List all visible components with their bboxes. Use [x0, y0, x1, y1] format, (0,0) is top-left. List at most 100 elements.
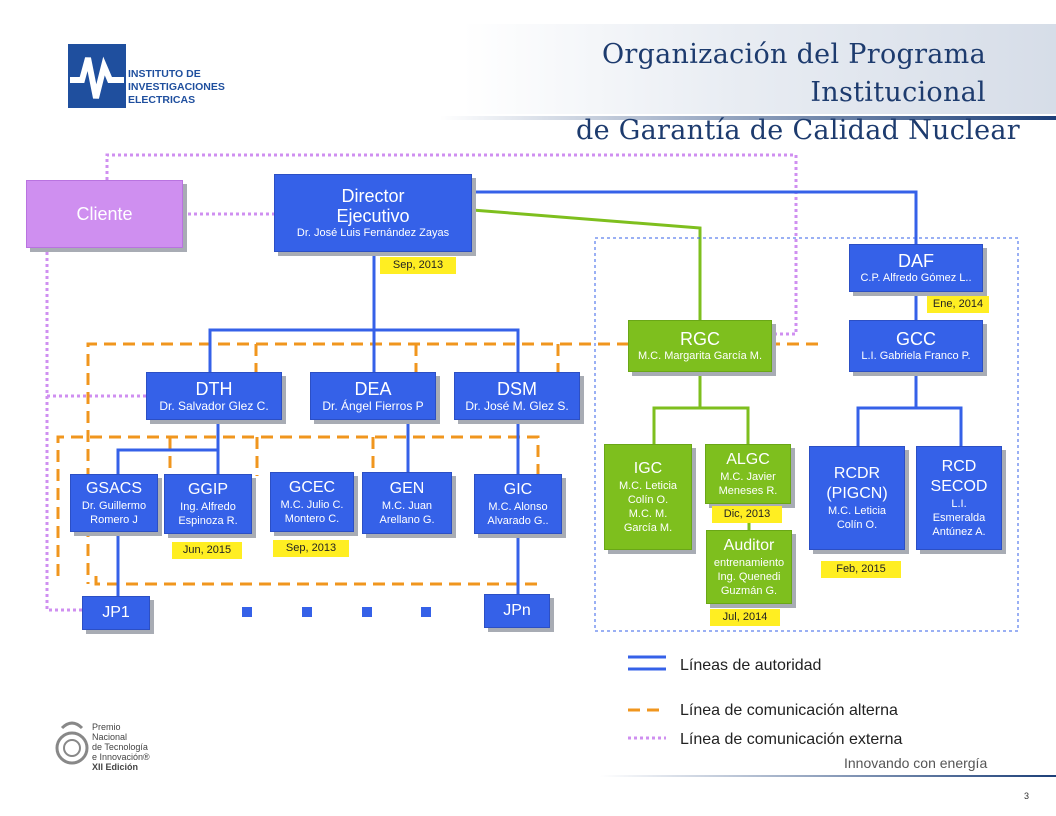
- ellipsis-dot: [362, 607, 372, 617]
- gen-person-1: M.C. Juan: [381, 500, 433, 512]
- gen-person-2: Arellano G.: [379, 514, 435, 526]
- slogan: Innovando con energía: [844, 755, 988, 771]
- director-title-2: Ejecutivo: [336, 206, 410, 226]
- dea-person: Dr. Ángel Fierros P: [322, 399, 424, 413]
- green-lines: [471, 208, 751, 532]
- gen-box[interactable]: GEN M.C. Juan Arellano G.: [362, 472, 452, 534]
- igc-box[interactable]: IGC M.C. Leticia Colín O. M.C. M. García…: [604, 444, 692, 550]
- jp1-box[interactable]: JP1: [82, 596, 150, 630]
- footer-rule: [600, 775, 1056, 777]
- dth-person: Dr. Salvador Glez C.: [159, 399, 269, 413]
- jp1-title: JP1: [102, 604, 130, 621]
- legend-alternate: Línea de comunicación alterna: [680, 702, 898, 719]
- page-number: 3: [1024, 791, 1030, 801]
- header-underline: [440, 116, 1056, 120]
- cliente-box[interactable]: Cliente: [26, 180, 183, 248]
- rcdr-person-2: Colín O.: [836, 519, 878, 531]
- dsm-title: DSM: [497, 379, 537, 399]
- director-box[interactable]: Director Ejecutivo Dr. José Luis Fernánd…: [274, 174, 472, 252]
- gcec-person-1: M.C. Julio C.: [280, 499, 344, 511]
- dth-box[interactable]: DTH Dr. Salvador Glez C.: [146, 372, 282, 420]
- rcd-person-1: L.I.: [951, 498, 967, 510]
- alternate-lines: [56, 342, 818, 586]
- dea-title: DEA: [354, 379, 392, 399]
- cliente-title: Cliente: [76, 204, 133, 224]
- daf-box[interactable]: DAF C.P. Alfredo Gómez L..: [849, 244, 983, 292]
- gic-box[interactable]: GIC M.C. Alonso Alvarado G..: [474, 474, 562, 534]
- gcec-box[interactable]: GCEC M.C. Julio C. Montero C.: [270, 472, 354, 532]
- auditor-role: entrenamiento: [713, 557, 785, 569]
- director-person: Dr. José Luis Fernández Zayas: [296, 227, 450, 239]
- gic-person-1: M.C. Alonso: [488, 501, 548, 513]
- algc-box[interactable]: ALGC M.C. Javier Meneses R.: [705, 444, 791, 504]
- jpn-title: JPn: [503, 602, 531, 619]
- igc-person-3: M.C. M.: [628, 508, 668, 520]
- external-lines: [45, 153, 798, 612]
- igc-person-2: Colín O.: [627, 494, 669, 506]
- title-line-2: de Garantía de Calidad Nuclear: [576, 115, 1020, 146]
- gsacs-box[interactable]: GSACS Dr. Guillermo Romero J: [70, 474, 158, 532]
- dsm-person: Dr. José M. Glez S.: [465, 399, 569, 413]
- rgc-person: M.C. Margarita García M.: [637, 350, 763, 362]
- rcd-person-3: Antúnez A.: [932, 526, 986, 538]
- algc-title: ALGC: [726, 451, 770, 468]
- ggip-person-1: Ing. Alfredo: [180, 501, 236, 513]
- algc-person-2: Meneses R.: [718, 485, 778, 497]
- award-line: Nacional: [92, 732, 128, 742]
- rgc-title: RGC: [680, 329, 720, 349]
- award-line: XII Edición: [92, 762, 139, 772]
- legend-authority: Líneas de autoridad: [680, 657, 822, 674]
- gic-title: GIC: [503, 481, 533, 498]
- gsacs-person-2: Romero J: [90, 514, 138, 526]
- auditor-person-2: Guzmán G.: [720, 585, 778, 597]
- igc-person-4: García M.: [623, 522, 673, 534]
- rcdr-person-1: M.C. Leticia: [827, 505, 887, 517]
- gcc-title: GCC: [896, 329, 936, 349]
- dsm-box[interactable]: DSM Dr. José M. Glez S.: [454, 372, 580, 420]
- award-logo: [54, 718, 90, 772]
- legend-swatches: [628, 655, 666, 740]
- rcd-title-2: SECOD: [930, 478, 988, 495]
- award-line: e Innovación®: [92, 752, 150, 762]
- auditor-title: Auditor: [723, 537, 775, 554]
- gcc-box[interactable]: GCC L.I. Gabriela Franco P.: [849, 320, 983, 372]
- award-line: de Tecnología: [92, 742, 148, 752]
- title-line-1: Organización del Programa Institucional: [601, 39, 986, 108]
- institute-logo: [68, 44, 126, 108]
- daf-title: DAF: [898, 251, 934, 271]
- award-text: Premio Nacional de Tecnología e Innovaci…: [92, 722, 150, 772]
- auditor-person-1: Ing. Quenedi: [717, 571, 781, 583]
- ggip-title: GGIP: [187, 481, 228, 498]
- auditor-box[interactable]: Auditor entrenamiento Ing. Quenedi Guzmá…: [706, 530, 792, 604]
- logo-wave-icon: [70, 56, 124, 99]
- quality-group-frame: [594, 237, 1019, 632]
- rcdr-title-2: (PIGCN): [826, 485, 888, 502]
- igc-person-1: M.C. Leticia: [618, 480, 678, 492]
- institute-name-line: INSTITUTO DE: [128, 68, 201, 80]
- gcec-title: GCEC: [288, 479, 336, 496]
- dea-box[interactable]: DEA Dr. Ángel Fierros P: [310, 372, 436, 420]
- ggip-date-tag: Jun, 2015: [172, 542, 242, 559]
- jpn-box[interactable]: JPn: [484, 594, 550, 628]
- gsacs-person-1: Dr. Guillermo: [81, 500, 147, 512]
- ggip-box[interactable]: GGIP Ing. Alfredo Espinoza R.: [164, 474, 252, 534]
- header-band: [232, 24, 1056, 114]
- rcdr-box[interactable]: RCDR (PIGCN) M.C. Leticia Colín O.: [809, 446, 905, 550]
- gcec-person-2: Montero C.: [284, 513, 340, 525]
- rcd-box[interactable]: RCD SECOD L.I. Esmeralda Antúnez A.: [916, 446, 1002, 550]
- director-title-1: Director: [341, 186, 405, 206]
- award-line: Premio: [92, 722, 121, 732]
- auditor-date-tag: Jul, 2014: [710, 609, 780, 626]
- rcd-title-1: RCD: [941, 458, 977, 475]
- ellipsis-dot: [302, 607, 312, 617]
- gcc-person: L.I. Gabriela Franco P.: [861, 350, 971, 362]
- daf-date-tag: Ene, 2014: [927, 296, 989, 313]
- award-emblem-icon: [55, 721, 89, 765]
- algc-date-tag: Dic, 2013: [712, 506, 782, 523]
- authority-lines: [116, 190, 963, 598]
- gcec-date-tag: Sep, 2013: [273, 540, 349, 557]
- rgc-box[interactable]: RGC M.C. Margarita García M.: [628, 320, 772, 372]
- daf-person: C.P. Alfredo Gómez L..: [860, 272, 972, 284]
- rcdr-title-1: RCDR: [833, 465, 881, 482]
